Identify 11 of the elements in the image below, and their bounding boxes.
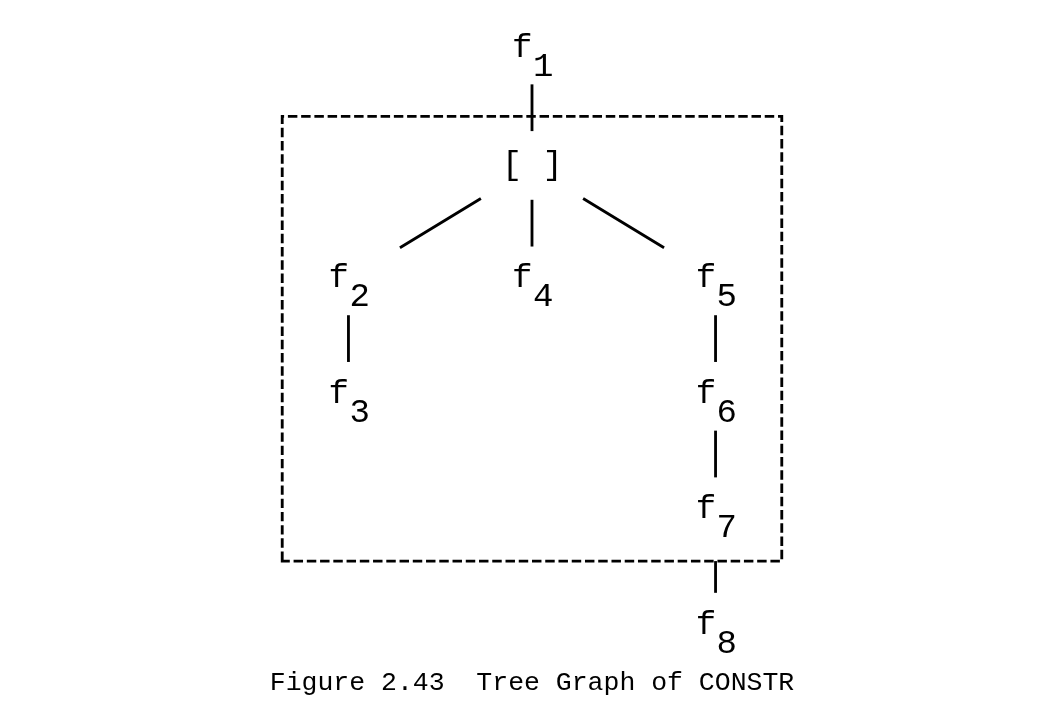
cluster (280, 115, 783, 563)
caption: Figure 2.43 Tree Graph of CONSTR (269, 668, 794, 699)
connector (346, 315, 350, 362)
node-text: [ ] (501, 145, 563, 184)
connector (398, 197, 482, 250)
connector (581, 197, 665, 250)
connector (713, 561, 717, 593)
connector (713, 430, 717, 478)
connector (713, 315, 717, 362)
connector (530, 199, 533, 247)
connector (530, 84, 533, 132)
